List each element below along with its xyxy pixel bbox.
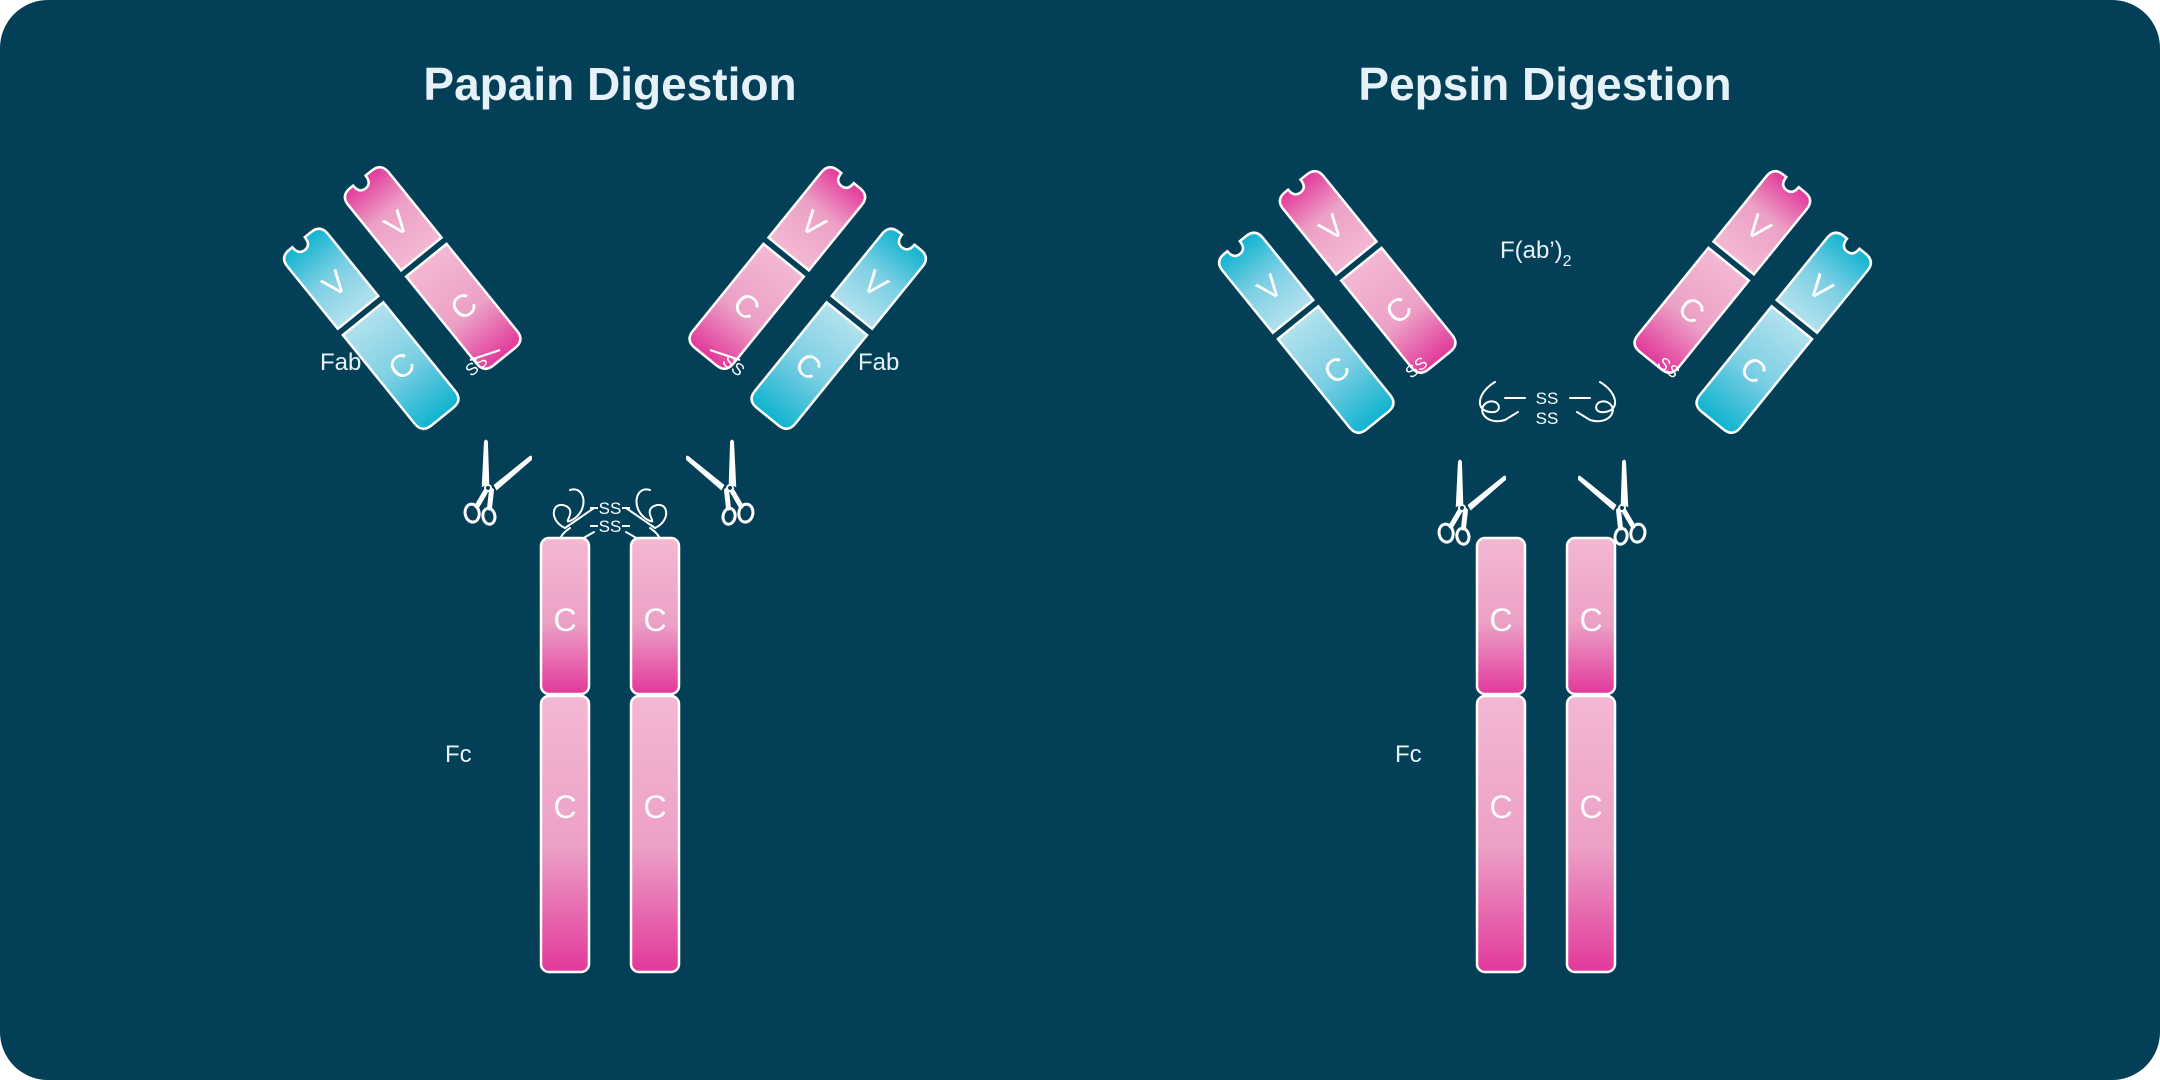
pepsin-fab-right: V C xyxy=(1633,169,1812,374)
fc-constant-domain xyxy=(629,536,681,696)
fc-label: Fc xyxy=(1395,741,1422,768)
light-chain-constant-domain xyxy=(1695,304,1814,434)
pepsin-fab-right-light: V C xyxy=(1695,231,1873,434)
fc-constant-domain xyxy=(1475,694,1527,974)
heavy-chain-constant-domain xyxy=(688,242,806,370)
papain-fab-left-light: V C xyxy=(282,227,460,430)
heavy-chain-variable-domain xyxy=(766,165,867,273)
disulfide-bond xyxy=(469,349,501,361)
light-chain-constant-domain xyxy=(750,300,869,430)
heavy-chain-variable-domain xyxy=(1278,169,1379,277)
domain-label-c: C xyxy=(553,789,576,825)
papain-fc: C C C C xyxy=(539,536,681,974)
heavy-chain-constant-domain xyxy=(404,242,522,370)
domain-label-c: C xyxy=(1579,602,1602,638)
domain-label-c: C xyxy=(643,602,666,638)
pepsin-fab-left-light: V C xyxy=(1217,231,1395,434)
fc-constant-domain xyxy=(1565,694,1617,974)
papain-fab-right: V C xyxy=(688,165,867,370)
disulfide-label: SS xyxy=(1536,389,1559,408)
disulfide-label: SS xyxy=(599,499,622,518)
pepsin-panel: V C V C SS V C V C SS F(ab’)2 xyxy=(1217,169,1873,974)
light-chain-variable-domain xyxy=(1774,231,1873,335)
heavy-chain-variable-domain xyxy=(1711,169,1812,277)
light-chain-variable-domain xyxy=(829,227,928,331)
domain-label-c: C xyxy=(1489,602,1512,638)
light-chain-constant-domain xyxy=(1276,304,1395,434)
fc-constant-domain xyxy=(1475,536,1527,696)
heavy-chain-constant-domain xyxy=(1633,246,1751,374)
domain-label-c: C xyxy=(643,789,666,825)
fab-label-left: Fab xyxy=(320,349,361,376)
papain-fab-right-light: V C xyxy=(750,227,928,430)
papain-hinge: SS SS xyxy=(552,488,668,546)
papain-title: Papain Digestion xyxy=(423,58,796,110)
disulfide-label: SS xyxy=(1536,409,1559,428)
fc-constant-domain xyxy=(539,536,591,696)
light-chain-constant-domain xyxy=(341,300,460,430)
domain-label-c: C xyxy=(1489,789,1512,825)
papain-fab-left: V C xyxy=(343,165,522,370)
light-chain-variable-domain xyxy=(1217,231,1316,335)
fc-constant-domain xyxy=(539,694,591,974)
disulfide-bond xyxy=(709,349,741,361)
pepsin-fc: C C C C xyxy=(1475,536,1617,974)
fab2-label: F(ab’)2 xyxy=(1500,237,1572,270)
fc-constant-domain xyxy=(629,694,681,974)
heavy-chain-variable-domain xyxy=(343,165,444,273)
fc-label: Fc xyxy=(445,741,472,768)
fc-constant-domain xyxy=(1565,536,1617,696)
domain-label-c: C xyxy=(1579,789,1602,825)
light-chain-variable-domain xyxy=(282,227,381,331)
pepsin-title: Pepsin Digestion xyxy=(1358,58,1731,110)
domain-label-c: C xyxy=(553,602,576,638)
pepsin-fab-left: V C xyxy=(1278,169,1457,374)
pepsin-hinge: SS SS xyxy=(1479,381,1616,428)
disulfide-label: SS xyxy=(599,517,622,536)
fab-label-right: Fab xyxy=(858,349,899,376)
heavy-chain-constant-domain xyxy=(1339,246,1457,374)
